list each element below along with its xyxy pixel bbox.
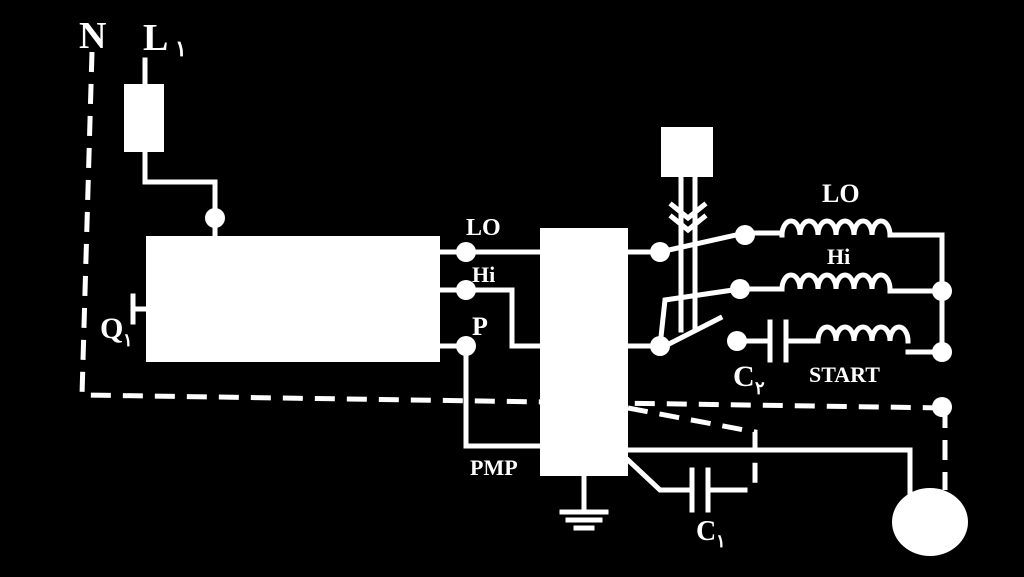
- actuator-block: [661, 127, 713, 177]
- relay-module: [540, 228, 628, 476]
- pump-circuit: [624, 447, 913, 513]
- label-line-sub: ۱: [175, 36, 187, 61]
- line-l1: [124, 57, 225, 239]
- label-board-p: P: [472, 312, 488, 341]
- label-c1: C: [696, 516, 716, 547]
- fuse: [124, 84, 164, 152]
- neutral-line: [79, 51, 948, 492]
- q1-switch: [130, 293, 149, 325]
- label-board-hi: Hi: [472, 262, 495, 287]
- label-q-sub: ۱: [123, 330, 133, 350]
- board-terminals: [437, 242, 476, 356]
- label-start: START: [809, 362, 880, 387]
- label-line: L: [143, 17, 168, 59]
- label-c1-sub: ۱: [716, 531, 726, 551]
- label-c2: C: [733, 360, 755, 393]
- start-coil: [727, 319, 952, 363]
- ground-symbol: [559, 473, 609, 531]
- pump-motor: [892, 488, 968, 556]
- junction-dot: [205, 208, 225, 228]
- label-q: Q: [100, 312, 123, 345]
- label-board-lo: LO: [466, 215, 501, 241]
- label-coil-lo: LO: [822, 179, 860, 208]
- coil-lo: [742, 218, 945, 355]
- coil-hi: [737, 272, 952, 301]
- label-neutral: N: [79, 15, 106, 57]
- label-c2-sub: ۲: [755, 378, 765, 398]
- label-pmp: PMP: [470, 455, 518, 480]
- control-board: [146, 236, 440, 362]
- label-coil-hi: Hi: [827, 244, 850, 269]
